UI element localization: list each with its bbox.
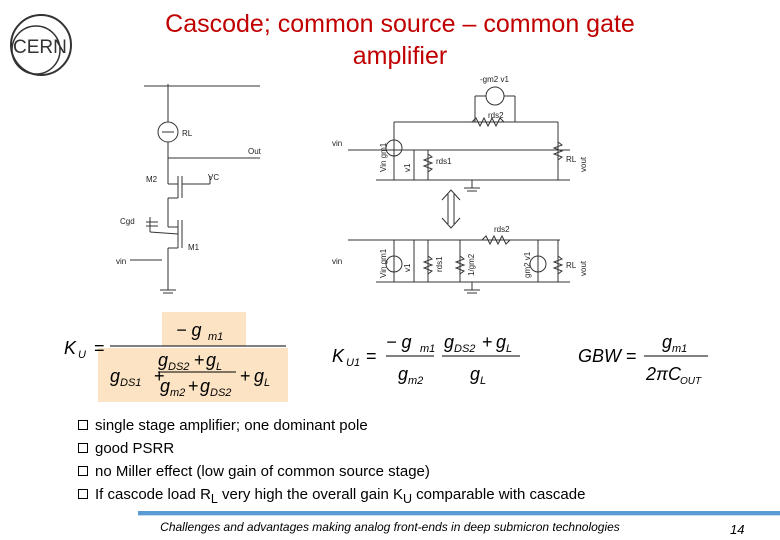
den-ds2b: DS2 [210, 387, 231, 399]
label-rds2-top: rds2 [488, 111, 504, 120]
den-l2: L [264, 377, 270, 389]
ku1-den-m2: m2 [408, 375, 423, 387]
label-1gm2: 1/gm2 [467, 253, 476, 276]
den-plus-4: + [240, 366, 251, 386]
footer-text: Challenges and advantages making analog … [160, 520, 620, 534]
ku1-num-gl: g [496, 332, 506, 352]
ku1-den-gm2: g [398, 364, 408, 384]
highlight-box-top [162, 312, 246, 346]
gbw-den-out: OUT [680, 376, 702, 387]
label-v1-bottom: v1 [403, 263, 412, 272]
den-gds2b: g [200, 376, 210, 396]
label-vingm1-top: Vin gm1 [379, 142, 388, 172]
circuit-diagrams: RL Out M2 VC Cgd M1 vin -gm2 v1 rds2 vin… [116, 75, 588, 294]
den-gl2: g [254, 366, 264, 386]
footer-divider [138, 511, 780, 515]
ku1-num-plus: + [482, 332, 493, 352]
ku1-num-ds2: DS2 [454, 343, 475, 355]
den-gds1: g [110, 366, 120, 386]
ku1-num-l: L [506, 343, 512, 355]
bullet-item: no Miller effect (low gain of common sou… [78, 460, 585, 483]
gbw-den-c: C [668, 364, 682, 384]
label-vc: VC [208, 173, 219, 182]
ku1-den-gl: g [470, 364, 480, 384]
den-plus-2: + [194, 350, 205, 370]
bullet-item: If cascode load RL very high the overall… [78, 483, 585, 511]
bullet-item: good PSRR [78, 437, 585, 460]
highlight-box-bottom [98, 348, 288, 402]
ku1-num-m1: m1 [420, 343, 435, 355]
ku-symbol: K [64, 338, 77, 358]
den-gl: g [206, 350, 216, 370]
ku-equals: = [94, 338, 105, 358]
cern-logo-text: CERN [13, 37, 67, 58]
title-line-2: amplifier [352, 42, 448, 70]
label-v1-top: v1 [403, 163, 412, 172]
ku1-symbol: K [332, 346, 345, 366]
den-l: L [216, 361, 222, 373]
den-gds2: g [158, 350, 168, 370]
footer-divider-light [138, 515, 780, 516]
bullet-item: single stage amplifier; one dominant pol… [78, 414, 585, 437]
label-cgd: Cgd [120, 217, 135, 226]
label-vout-top: vout [579, 156, 588, 172]
label-m1: M1 [188, 243, 200, 252]
den-m2: m2 [170, 387, 185, 399]
label-vin-top: vin [332, 139, 342, 148]
den-plus-3: + [188, 376, 199, 396]
label-gm2v1-bottom: gm2 v1 [523, 251, 532, 278]
ku1-num-neg-gm: − g [386, 332, 412, 352]
gbw-num-m1: m1 [672, 343, 687, 355]
title-line-1: Cascode; common source – common gate [165, 10, 635, 38]
gbw-den-2pi: 2π [645, 364, 669, 384]
den-plus-1: + [154, 366, 165, 386]
label-gm2v1: -gm2 v1 [480, 75, 509, 84]
den-gm2: g [160, 376, 170, 396]
label-out: Out [248, 147, 262, 156]
den-ds2: DS2 [168, 361, 189, 373]
bullet-list: single stage amplifier; one dominant pol… [78, 414, 585, 511]
den-ds1: DS1 [120, 377, 141, 389]
slide-title: Cascode; common source – common gate amp… [100, 8, 700, 72]
label-m2: M2 [146, 175, 158, 184]
checkbox-bullet-icon [78, 443, 88, 453]
num-neg-gm: − g [176, 320, 202, 340]
label-vout-bottom: vout [579, 260, 588, 276]
label-vingm1-bottom: Vin gm1 [379, 248, 388, 278]
ku1-den-l: L [480, 375, 486, 387]
label-rds1-top: rds1 [436, 157, 452, 166]
label-rl-bottom: RL [566, 261, 577, 270]
label-rds2-bottom: rds2 [494, 225, 510, 234]
label-rds1-bottom: rds1 [435, 256, 444, 272]
label-rl-top: RL [566, 155, 577, 164]
gbw-num-gm: g [662, 332, 672, 352]
gain-equations: K U = − g m1 g DS1 + g DS2 + g L g m2 + … [64, 312, 708, 402]
label-rl: RL [182, 129, 193, 138]
gbw-equals: = [626, 346, 637, 366]
ku1-num-gds2: g [444, 332, 454, 352]
ku-subscript: U [78, 349, 86, 361]
gbw-symbol: GBW [578, 346, 623, 366]
num-m1: m1 [208, 331, 223, 343]
label-vin-bottom: vin [332, 257, 342, 266]
ku1-equals: = [366, 346, 377, 366]
checkbox-bullet-icon [78, 466, 88, 476]
cern-logo: CERN [10, 14, 72, 76]
page-number: 14 [730, 522, 745, 537]
checkbox-bullet-icon [78, 420, 88, 430]
ku1-subscript: U1 [346, 357, 360, 369]
label-vin-left: vin [116, 257, 126, 266]
checkbox-bullet-icon [78, 489, 88, 499]
